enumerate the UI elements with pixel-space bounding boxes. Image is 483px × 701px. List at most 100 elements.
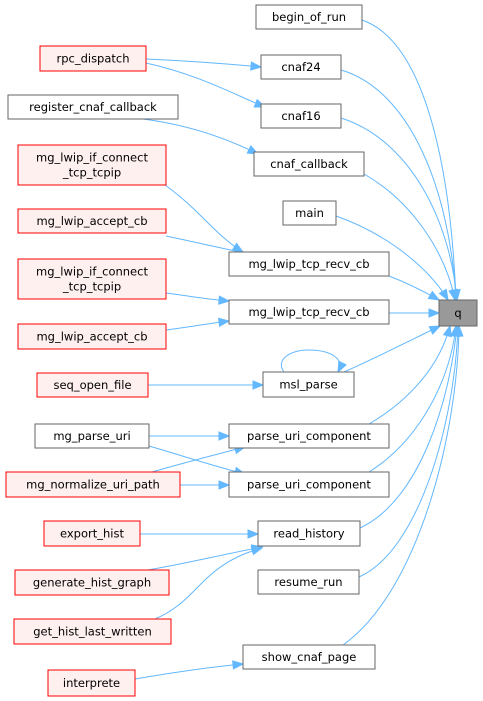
node-mg-lwip-tcp-recv-cb-2[interactable]: mg_lwip_tcp_recv_cb [228,299,390,325]
node-resume-run-label: resume_run [274,575,342,589]
edge-mg-lwip-tcp-recv-cb-2-to-q [389,308,441,318]
edge-seq-open-file-to-msl-parse-arrowhead [252,380,265,390]
node-parse-uri-component-1[interactable]: parse_uri_component [228,423,390,449]
node-msl-parse-box[interactable] [262,371,355,398]
node-export-hist[interactable]: export_hist [43,520,141,547]
node-get-hist-last-written-box[interactable] [13,618,172,645]
node-interprete-box[interactable] [47,669,136,697]
node-resume-run-box[interactable] [257,569,360,595]
node-mg-lwip-accept-cb-1[interactable]: mg_lwip_accept_cb [17,208,167,234]
node-cnaf24-box[interactable] [260,54,342,80]
edge-get-hist-last-written-to-read-history-line [154,547,263,620]
node-resume-run[interactable]: resume_run [257,569,360,595]
node-mg-lwip-accept-cb-2[interactable]: mg_lwip_accept_cb [17,323,167,350]
edge-main-to-q-arrowhead [438,288,449,302]
node-rpc-dispatch[interactable]: rpc_dispatch [39,45,147,72]
edge-mg-lwip-if-connect-tcp-tcpip-1-to-mg-lwip-tcp-recv-cb-1-line [164,184,244,253]
edge-seq-open-file-to-msl-parse [148,380,265,390]
node-read-history-label: read_history [273,527,344,541]
node-mg-parse-uri[interactable]: mg_parse_uri [34,423,150,449]
edge-get-hist-last-written-to-read-history [154,546,264,620]
node-q[interactable]: q [438,299,478,327]
node-cnaf-callback[interactable]: cnaf_callback [253,151,365,177]
node-parse-uri-component-1-label: parse_uri_component [247,429,371,443]
edge-rpc-dispatch-to-cnaf24-arrowhead [250,61,263,71]
node-mg-normalize-uri-path-box[interactable] [5,471,181,498]
node-begin-of-run-box[interactable] [255,4,363,30]
node-get-hist-last-written[interactable]: get_hist_last_written [13,618,172,645]
node-mg-lwip-if-connect-tcp-tcpip-1[interactable]: mg_lwip_if_connect_tcp_tcpip [17,144,167,186]
node-read-history[interactable]: read_history [257,520,361,547]
node-interprete[interactable]: interprete [47,669,136,697]
node-show-cnaf-page-box[interactable] [242,644,376,670]
node-mg-lwip-tcp-recv-cb-2-label: mg_lwip_tcp_recv_cb [248,305,369,319]
edge-cnaf-callback-to-q-arrowhead [448,288,458,302]
edge-mg-lwip-tcp-recv-cb-1-to-q [388,275,441,301]
edge-mg-normalize-uri-path-to-parse-uri-component-2 [180,480,231,490]
node-main-box[interactable] [282,200,337,226]
edge-show-cnaf-page-to-q-arrowhead [454,324,464,337]
node-cnaf24[interactable]: cnaf24 [260,54,342,80]
node-mg-lwip-accept-cb-2-box[interactable] [17,323,167,350]
node-msl-parse[interactable]: msl_parse [262,371,355,398]
edge-parse-uri-component-2-to-q-line [368,325,457,473]
node-mg-lwip-if-connect-tcp-tcpip-2-box[interactable] [17,258,167,300]
node-seq-open-file-box[interactable] [36,372,149,398]
node-begin-of-run[interactable]: begin_of_run [255,4,363,30]
node-cnaf24-label: cnaf24 [281,60,320,74]
node-parse-uri-component-2[interactable]: parse_uri_component [228,471,390,498]
edge-interprete-to-show-cnaf-page-arrowhead [232,660,245,670]
node-mg-lwip-if-connect-tcp-tcpip-1-box[interactable] [17,144,167,186]
edge-begin-of-run-to-q-line [361,19,457,301]
edge-mg-lwip-if-connect-tcp-tcpip-2-to-mg-lwip-tcp-recv-cb-2-arrowhead [218,295,231,305]
node-mg-lwip-if-connect-tcp-tcpip-2[interactable]: mg_lwip_if_connect_tcp_tcpip [17,258,167,300]
node-show-cnaf-page[interactable]: show_cnaf_page [242,644,376,670]
edge-interprete-to-show-cnaf-page-line [134,663,244,680]
node-register-cnaf-callback[interactable]: register_cnaf_callback [7,94,179,120]
node-rpc-dispatch-box[interactable] [39,45,147,72]
node-mg-lwip-tcp-recv-cb-2-box[interactable] [228,299,390,325]
node-mg-lwip-if-connect-tcp-tcpip-1-label: _tcp_tcpip [62,166,121,180]
node-get-hist-last-written-label: get_hist_last_written [33,625,152,639]
node-mg-lwip-if-connect-tcp-tcpip-2-label: _tcp_tcpip [62,280,121,294]
edge-mg-lwip-accept-cb-2-to-mg-lwip-tcp-recv-cb-2-arrowhead [217,317,231,328]
edge-mg-normalize-uri-path-to-parse-uri-component-2-arrowhead [218,480,231,490]
edge-rpc-dispatch-to-cnaf24-line [145,58,262,68]
node-q-box[interactable] [438,299,478,327]
node-mg-lwip-tcp-recv-cb-1[interactable]: mg_lwip_tcp_recv_cb [228,251,390,277]
node-register-cnaf-callback-box[interactable] [7,94,179,120]
edge-interprete-to-show-cnaf-page [134,660,245,680]
node-parse-uri-component-1-box[interactable] [228,423,390,449]
node-generate-hist-graph-label: generate_hist_graph [33,576,151,590]
node-q-label: q [454,306,461,320]
node-read-history-box[interactable] [257,520,361,547]
node-generate-hist-graph[interactable]: generate_hist_graph [14,569,170,596]
edge-show-cnaf-page-to-q [342,324,464,646]
node-cnaf16[interactable]: cnaf16 [260,103,342,129]
node-cnaf16-box[interactable] [260,103,342,129]
node-mg-lwip-tcp-recv-cb-1-box[interactable] [228,251,390,277]
edge-register-cnaf-callback-to-cnaf-callback-line [142,118,259,155]
node-cnaf16-label: cnaf16 [281,109,320,123]
node-mg-lwip-accept-cb-2-label: mg_lwip_accept_cb [36,330,147,344]
edge-cnaf16-to-q-line [340,117,458,301]
edge-parse-uri-component-1-to-q-line [368,325,451,425]
edge-parse-uri-component-1-to-q-arrowhead [442,324,452,338]
node-mg-normalize-uri-path[interactable]: mg_normalize_uri_path [5,471,181,498]
edge-mg-parse-uri-to-parse-uri-component-1-arrowhead [218,431,231,441]
node-export-hist-box[interactable] [43,520,141,547]
edge-rpc-dispatch-to-cnaf16-line [145,62,266,108]
node-mg-lwip-accept-cb-1-label: mg_lwip_accept_cb [36,214,147,228]
node-mg-lwip-accept-cb-1-box[interactable] [17,208,167,234]
node-interprete-label: interprete [63,676,120,690]
node-cnaf-callback-box[interactable] [253,151,365,177]
edge-export-hist-to-read-history-arrowhead [247,529,260,539]
node-generate-hist-graph-box[interactable] [14,569,170,596]
node-main[interactable]: main [282,200,337,226]
node-seq-open-file[interactable]: seq_open_file [36,372,149,398]
edge-msl-parse-to-q-line [343,325,441,373]
node-mg-parse-uri-box[interactable] [34,423,150,449]
edge-main-to-q-line [335,215,449,301]
node-parse-uri-component-2-box[interactable] [228,471,390,498]
node-mg-parse-uri-label: mg_parse_uri [53,429,130,443]
